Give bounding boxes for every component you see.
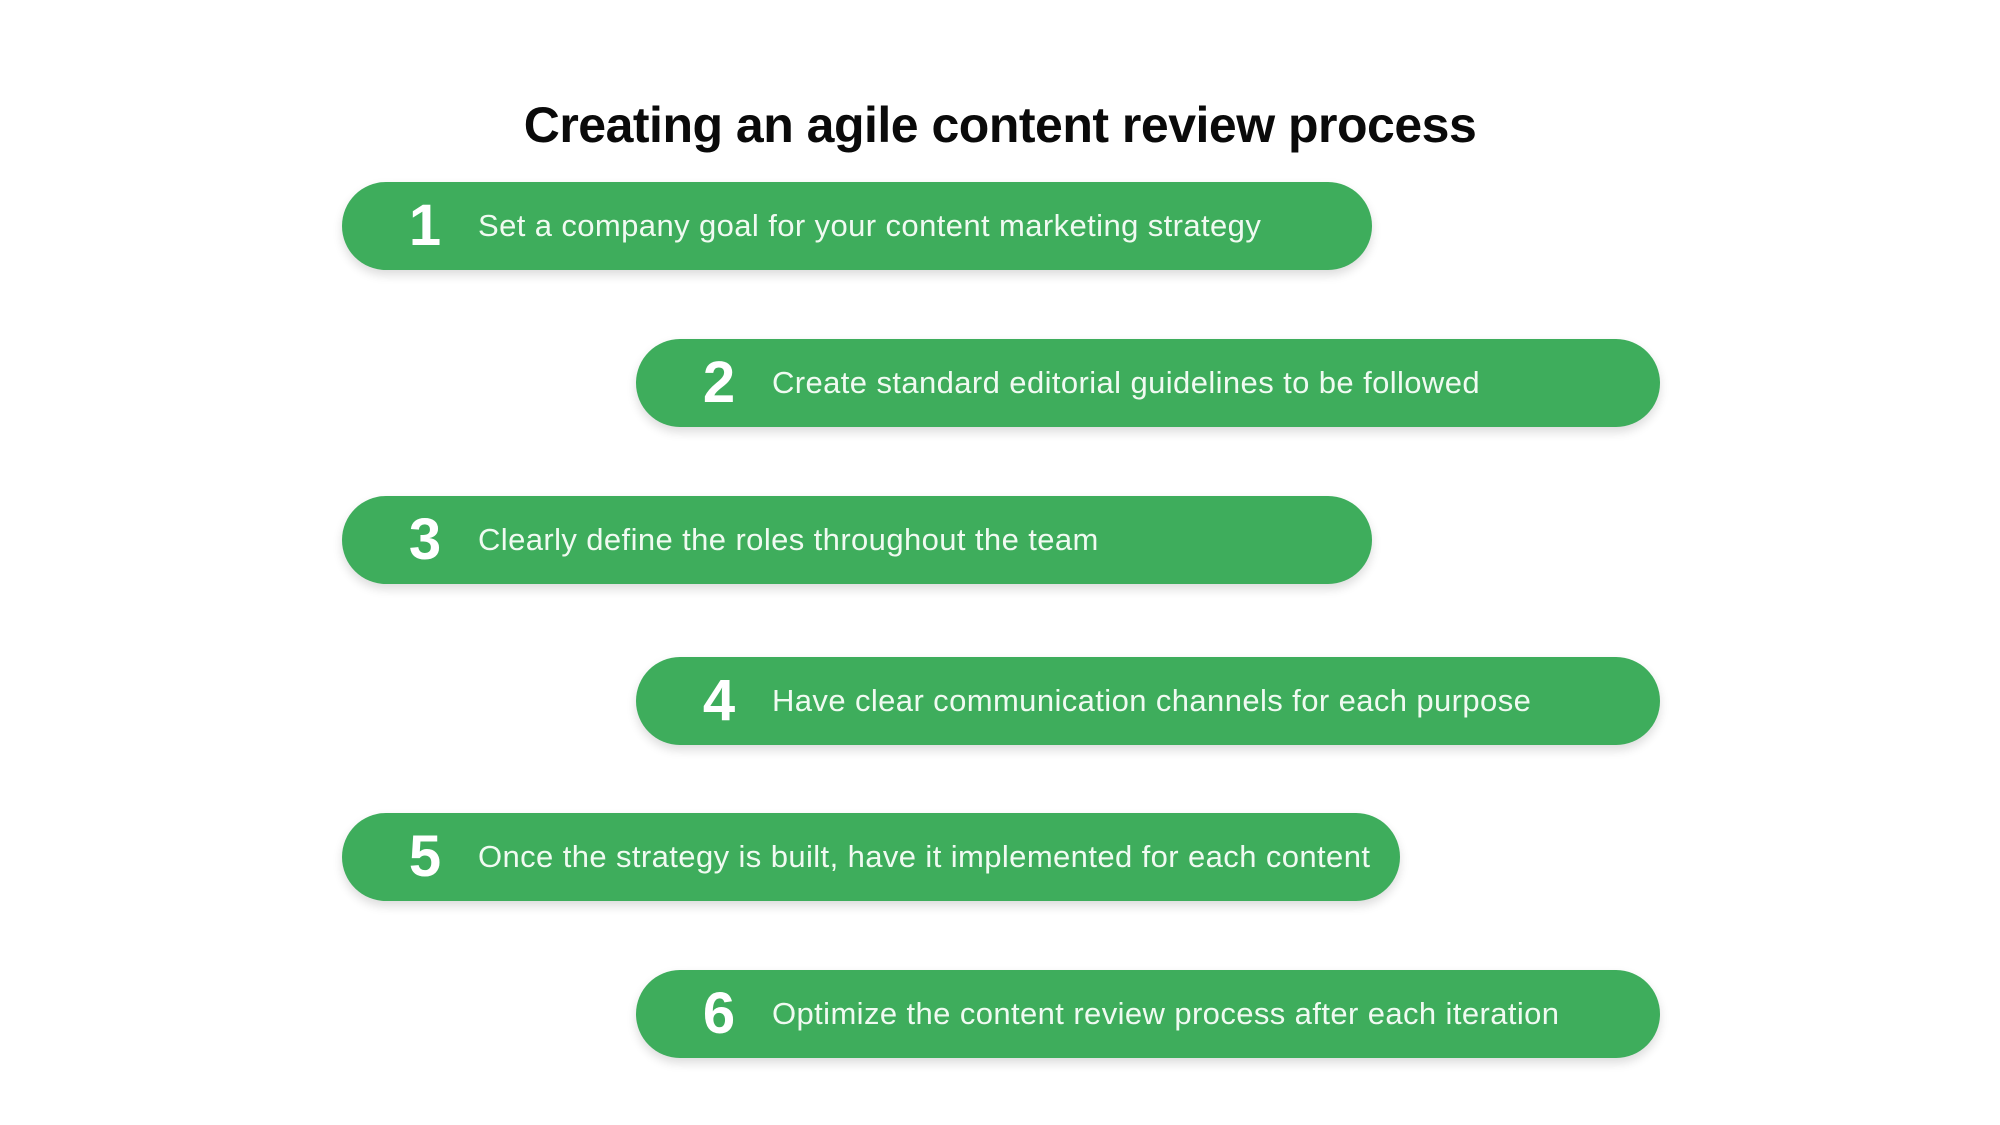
step-5-number: 5 — [408, 824, 442, 889]
step-pill-6: 6 Optimize the content review process af… — [636, 970, 1660, 1058]
step-6-number: 6 — [702, 981, 736, 1046]
step-6-label: Optimize the content review process afte… — [772, 996, 1560, 1031]
step-3-label: Clearly define the roles throughout the … — [478, 522, 1099, 557]
step-4-label: Have clear communication channels for ea… — [772, 683, 1532, 718]
step-5-label: Once the strategy is built, have it impl… — [478, 839, 1371, 874]
step-pill-2: 2 Create standard editorial guidelines t… — [636, 339, 1660, 427]
step-2-label: Create standard editorial guidelines to … — [772, 365, 1481, 400]
step-4-number: 4 — [702, 668, 736, 733]
step-pill-5: 5 Once the strategy is built, have it im… — [342, 813, 1400, 901]
step-pill-1: 1 Set a company goal for your content ma… — [342, 182, 1372, 270]
step-pill-4: 4 Have clear communication channels for … — [636, 657, 1660, 745]
step-3-number: 3 — [408, 507, 442, 572]
step-pill-3: 3 Clearly define the roles throughout th… — [342, 496, 1372, 584]
step-1-number: 1 — [408, 193, 442, 258]
page-title: Creating an agile content review process — [523, 96, 1477, 153]
step-2-number: 2 — [702, 350, 736, 415]
step-1-label: Set a company goal for your content mark… — [478, 208, 1262, 243]
